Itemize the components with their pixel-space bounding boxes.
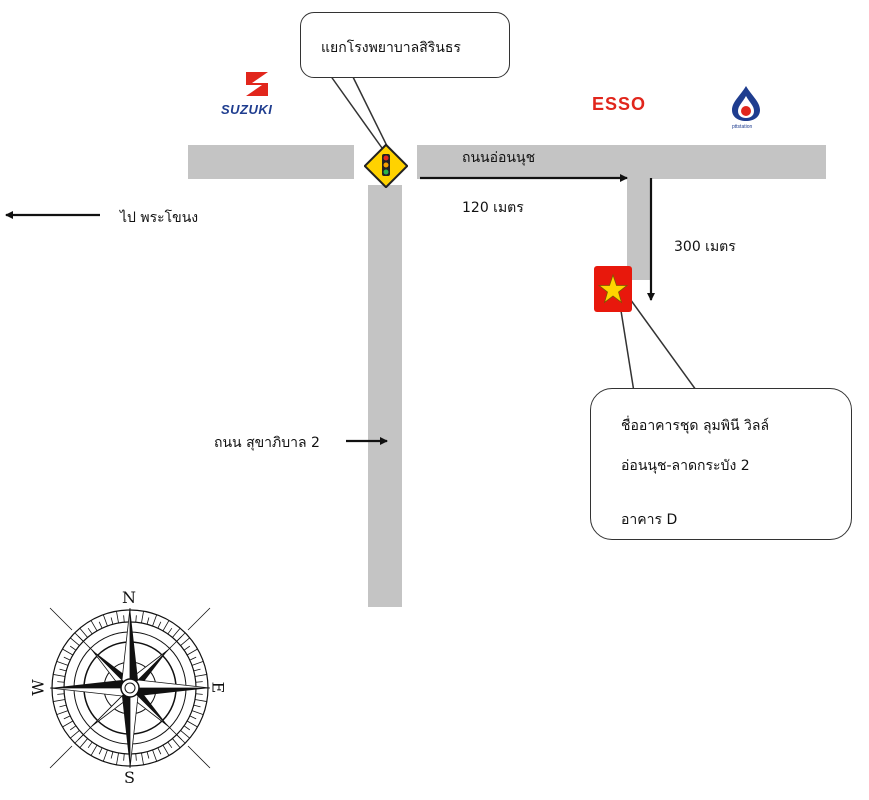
compass-tick	[194, 699, 207, 702]
compass-tick	[56, 710, 69, 716]
compass-tick	[63, 656, 71, 661]
intersection-callout-pointer-a	[329, 74, 383, 149]
compass-tick	[141, 611, 144, 624]
compass-tick	[69, 637, 80, 646]
ptt-flame-icon	[732, 86, 760, 121]
compass-tick	[189, 656, 197, 661]
compass-tick	[110, 751, 114, 759]
compass-tick	[180, 637, 191, 646]
to-prakhanong-label: ไป พระโขนง	[120, 210, 199, 226]
compass-tick	[191, 710, 204, 716]
compass-tick	[183, 645, 191, 651]
compass-tick	[186, 720, 198, 728]
soi-segment	[627, 178, 651, 280]
compass-tick	[98, 747, 103, 755]
compass-tick	[167, 627, 173, 635]
compass-tick	[98, 621, 103, 629]
compass-tick	[193, 668, 201, 672]
compass-tick	[162, 620, 170, 632]
compass-west-label: W	[28, 679, 48, 696]
compass-tick	[69, 725, 77, 731]
compass-tick	[56, 660, 69, 666]
compass-east-label: E	[208, 681, 228, 694]
compass-rose-icon: N S E W	[28, 588, 240, 794]
compass-tick	[194, 674, 207, 677]
compass-tick	[135, 753, 137, 761]
compass-tick	[59, 668, 67, 672]
compass-tick	[146, 751, 150, 759]
compass-tick	[191, 660, 204, 666]
compass-tick	[183, 725, 191, 731]
compass-tick	[141, 752, 144, 765]
road-west-segment	[188, 145, 354, 179]
destination-line-2: อ่อนนุช-ลาดกระบัง 2	[621, 458, 750, 474]
compass-tick	[193, 704, 201, 708]
compass-tick	[186, 648, 198, 656]
destination-callout-pointer-b	[624, 291, 697, 391]
compass-tick	[135, 615, 137, 623]
distance-east-label: 120 เมตร	[462, 200, 524, 216]
intersection-name: แยกโรงพยาบาลสิรินธร	[321, 40, 461, 56]
compass-tick	[116, 611, 119, 624]
compass-tick	[90, 620, 98, 632]
compass-tick	[180, 730, 191, 739]
compass-tick	[157, 621, 162, 629]
destination-star-icon	[594, 266, 632, 312]
traffic-light-sign-icon	[364, 144, 408, 188]
compass-tick	[63, 715, 71, 720]
compass-south-label: S	[124, 768, 135, 787]
distance-south-label: 300 เมตร	[674, 239, 736, 255]
suzuki-wordmark: SUZUKI	[221, 102, 273, 117]
compass-tick	[62, 720, 74, 728]
compass-tick	[123, 615, 125, 623]
compass-tick	[172, 738, 181, 749]
compass-tick	[116, 752, 119, 765]
compass-tick	[195, 681, 203, 683]
road-south-segment	[368, 185, 402, 607]
compass-tick	[123, 753, 125, 761]
compass-tick	[90, 744, 98, 756]
road-east-segment	[417, 145, 826, 179]
intersection-callout: แยกโรงพยาบาลสิรินธร	[300, 12, 510, 78]
compass-tick	[195, 693, 203, 695]
compass-tick	[79, 738, 88, 749]
compass-tick	[172, 627, 181, 638]
compass-tick	[87, 627, 93, 635]
compass-tick	[152, 749, 158, 762]
compass-tick	[189, 715, 197, 720]
compass-tick	[69, 730, 80, 739]
compass-tick	[102, 749, 108, 762]
compass-tick	[157, 747, 162, 755]
compass-tick	[167, 741, 173, 749]
compass-tick	[59, 704, 67, 708]
compass-tick	[102, 614, 108, 627]
esso-logo: ESSO	[592, 94, 647, 114]
compass-tick	[162, 744, 170, 756]
suzuki-s-icon	[246, 72, 268, 96]
compass-tick	[53, 699, 66, 702]
compass-tick	[152, 614, 158, 627]
compass-tick	[79, 627, 88, 638]
destination-line-1: ชื่ออาคารชุด ลุมพินี วิลล์	[621, 418, 770, 434]
compass-tick	[57, 693, 65, 695]
ptt-logo: pttstation	[726, 84, 766, 134]
compass-tick	[57, 681, 65, 683]
destination-line-3: อาคาร D	[621, 512, 678, 528]
compass-tick	[87, 741, 93, 749]
compass-tick	[69, 645, 77, 651]
compass-tick	[62, 648, 74, 656]
ptt-wordmark: pttstation	[732, 124, 753, 130]
suzuki-logo: SUZUKI	[218, 70, 298, 120]
compass-north-label: N	[122, 588, 136, 607]
destination-callout: ชื่ออาคารชุด ลุมพินี วิลล์ อ่อนนุช-ลาดกร…	[590, 388, 852, 540]
compass-tick	[53, 674, 66, 677]
side-road-label: ถนน สุขาภิบาล 2	[214, 435, 320, 451]
intersection-callout-pointer-b	[351, 74, 389, 149]
compass-graphic	[49, 607, 211, 769]
main-road-label: ถนนอ่อนนุช	[462, 150, 536, 166]
compass-tick	[146, 617, 150, 625]
compass-tick	[110, 617, 114, 625]
